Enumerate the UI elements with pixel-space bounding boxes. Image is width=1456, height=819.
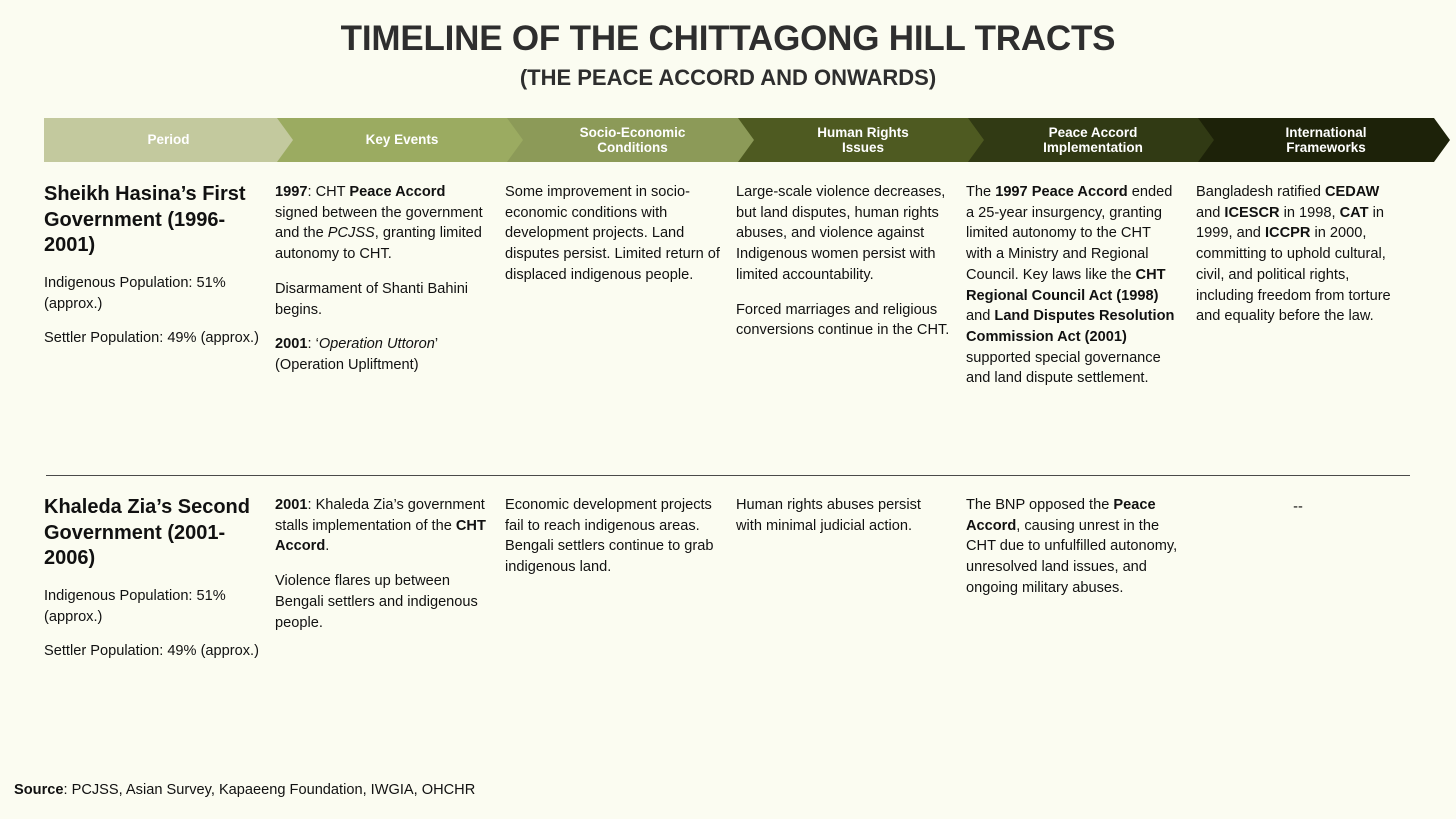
cell-paragraph: Disarmament of Shanti Bahini begins.: [275, 280, 469, 318]
cell-paragraph: Violence flares up between Bengali settl…: [275, 573, 478, 631]
timeline-row: Khaleda Zia’s Second Government (2001-20…: [44, 495, 1416, 662]
cell-peace-accord: The BNP opposed the Peace Accord, causin…: [966, 495, 1196, 662]
page-subtitle: (THE PEACE ACCORD AND ONWARDS): [519, 64, 937, 90]
period-statistic: Settler Population: 49% (approx.): [44, 643, 259, 660]
empty-value: --: [1293, 499, 1303, 515]
column-header-period: Period: [44, 118, 293, 162]
source-text: : PCJSS, Asian Survey, Kapaeeng Foundati…: [63, 782, 476, 798]
column-header-key-events: Key Events: [275, 118, 523, 162]
cell-paragraph: Forced marriages and religious conversio…: [736, 301, 950, 339]
cell-human-rights: Human rights abuses persist with minimal…: [736, 495, 966, 662]
cell-socio-economic: Economic development projects fail to re…: [505, 495, 736, 662]
period-statistic: Indigenous Population: 51% (approx.): [44, 274, 226, 312]
column-header-label: Period: [147, 132, 190, 148]
period-title: Khaleda Zia’s Second Government (2001-20…: [44, 496, 250, 570]
cell-international: --: [1196, 495, 1416, 662]
source-label: Source: [14, 782, 64, 798]
cell-paragraph: Bangladesh ratified CEDAW and ICESCR in …: [1196, 184, 1391, 325]
title-block: TIMELINE OF THE CHITTAGONG HILL TRACTS (…: [0, 19, 1456, 91]
cell-human-rights: Large-scale violence decreases, but land…: [736, 182, 966, 389]
cell-international: Bangladesh ratified CEDAW and ICESCR in …: [1196, 182, 1416, 389]
cell-paragraph: 1997: CHT Peace Accord signed between th…: [275, 184, 483, 263]
source-note: Source: PCJSS, Asian Survey, Kapaeeng Fo…: [14, 782, 475, 798]
cell-key-events: 2001: Khaleda Zia’s government stalls im…: [275, 495, 505, 662]
page-title: TIMELINE OF THE CHITTAGONG HILL TRACTS: [340, 19, 1116, 58]
cell-paragraph: The 1997 Peace Accord ended a 25-year in…: [966, 184, 1175, 387]
row-divider: [46, 475, 1410, 476]
period-statistic: Settler Population: 49% (approx.): [44, 330, 259, 347]
cell-socio-economic: Some improvement in socio-economic condi…: [505, 182, 736, 389]
cell-paragraph: Economic development projects fail to re…: [505, 497, 714, 576]
cell-paragraph: Human rights abuses persist with minimal…: [736, 497, 921, 534]
column-header-label: Key Events: [365, 132, 439, 148]
cell-key-events: 1997: CHT Peace Accord signed between th…: [275, 182, 505, 389]
cell-paragraph: The BNP opposed the Peace Accord, causin…: [966, 497, 1178, 596]
cell-period: Khaleda Zia’s Second Government (2001-20…: [44, 495, 275, 662]
period-statistic: Indigenous Population: 51% (approx.): [44, 587, 226, 625]
cell-paragraph: Some improvement in socio-economic condi…: [505, 184, 720, 283]
cell-paragraph: 2001: Khaleda Zia’s government stalls im…: [275, 497, 486, 555]
cell-paragraph: Large-scale violence decreases, but land…: [736, 184, 946, 283]
timeline-row: Sheikh Hasina’s First Government (1996-2…: [44, 182, 1416, 389]
cell-paragraph: 2001: ‘Operation Uttoron’ (Operation Upl…: [275, 336, 438, 374]
cell-period: Sheikh Hasina’s First Government (1996-2…: [44, 182, 275, 389]
period-title: Sheikh Hasina’s First Government (1996-2…: [44, 183, 246, 257]
cell-peace-accord: The 1997 Peace Accord ended a 25-year in…: [966, 182, 1196, 389]
